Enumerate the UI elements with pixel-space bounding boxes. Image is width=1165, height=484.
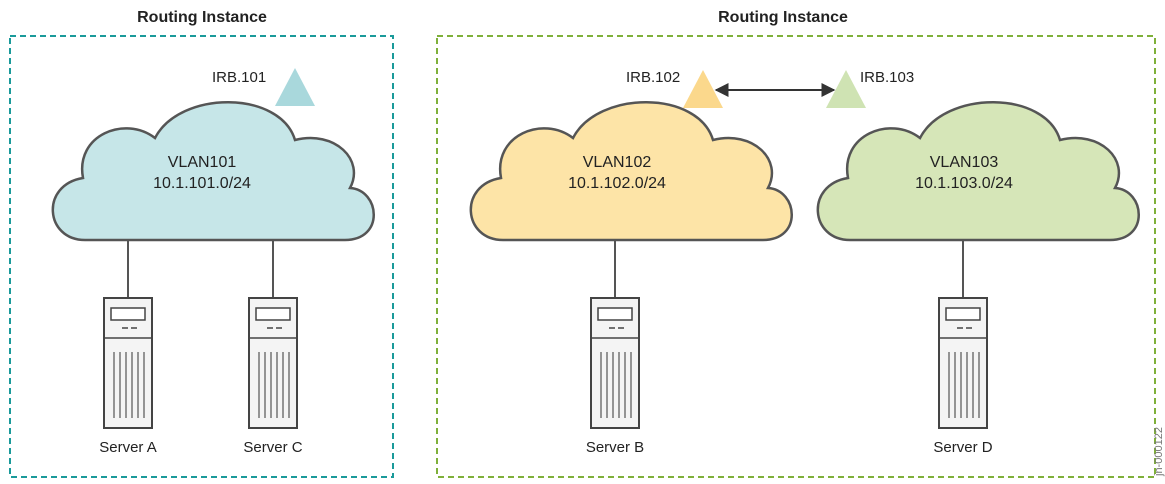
vlan101-name: VLAN101 xyxy=(168,154,237,171)
server-d-label: Server D xyxy=(933,439,992,456)
server-d-icon xyxy=(938,297,988,429)
vlan102-subnet: 10.1.102.0/24 xyxy=(568,175,666,192)
irb101-triangle-icon xyxy=(275,68,315,106)
cloud-vlan102 xyxy=(469,101,793,242)
figure-id: jn-000122 xyxy=(1153,427,1165,477)
cloud-vlan101 xyxy=(51,101,375,242)
server-b-icon xyxy=(590,297,640,429)
routing-instance-box-left xyxy=(9,35,394,478)
server-a-label: Server A xyxy=(99,439,157,456)
vlan102-name: VLAN102 xyxy=(583,154,652,171)
irb102-label: IRB.102 xyxy=(626,69,680,86)
server-c-label: Server C xyxy=(243,439,302,456)
routing-instance-title-right: Routing Instance xyxy=(718,9,848,26)
vlan103-subnet: 10.1.103.0/24 xyxy=(915,175,1013,192)
vlan103-name: VLAN103 xyxy=(930,154,999,171)
irb103-triangle-icon xyxy=(826,70,866,108)
server-c-icon xyxy=(248,297,298,429)
cloud-vlan103 xyxy=(816,101,1140,242)
vlan101-subnet: 10.1.101.0/24 xyxy=(153,175,251,192)
irb101-label: IRB.101 xyxy=(212,69,266,86)
irb102-triangle-icon xyxy=(683,70,723,108)
routing-instance-title-left: Routing Instance xyxy=(137,9,267,26)
irb103-label: IRB.103 xyxy=(860,69,914,86)
server-a-icon xyxy=(103,297,153,429)
server-b-label: Server B xyxy=(586,439,644,456)
routing-instance-box-right xyxy=(436,35,1156,478)
